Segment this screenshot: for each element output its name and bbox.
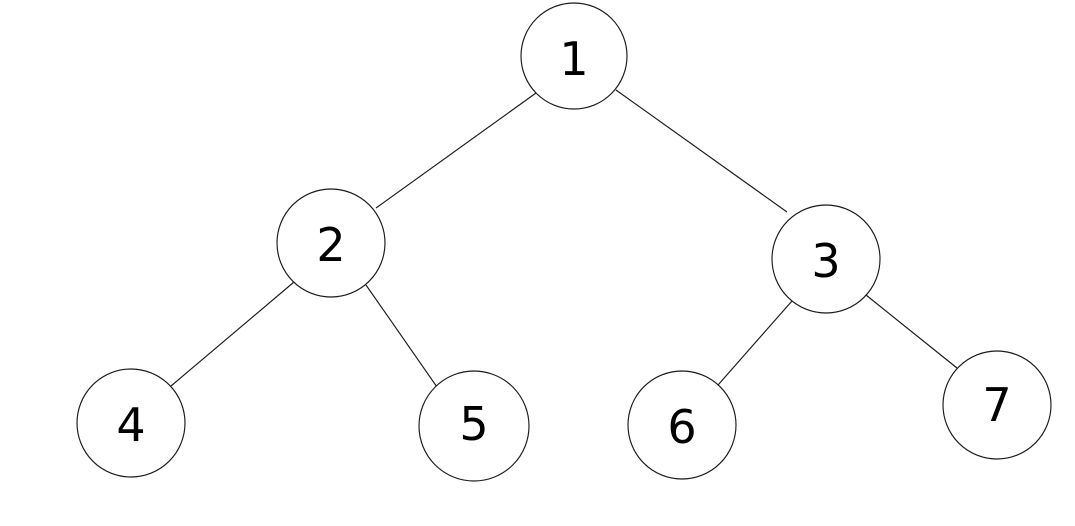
node-label-6: 6 [667,400,696,454]
tree-node-2[interactable]: 2 [276,188,386,298]
tree-edge-n2-n5 [365,284,438,388]
tree-edge-n1-n2 [375,92,537,209]
tree-node-3[interactable]: 3 [771,204,881,314]
node-label-7: 7 [982,378,1011,432]
tree-edge-n2-n4 [170,281,295,387]
node-label-2: 2 [316,218,345,272]
tree-node-7[interactable]: 7 [942,350,1052,460]
node-circle-4 [76,368,186,478]
node-label-5: 5 [459,397,488,451]
node-label-1: 1 [559,32,588,86]
tree-node-4[interactable]: 4 [76,368,186,478]
tree-node-5[interactable]: 5 [418,370,530,482]
node-circle-3 [771,204,881,314]
node-circle-6 [627,370,737,480]
node-circle-7 [942,350,1052,460]
tree-edge-n1-n3 [615,89,788,213]
node-layer: 1 2 3 4 5 6 7 [76,2,1052,482]
node-label-4: 4 [116,398,145,452]
tree-node-6[interactable]: 6 [627,370,737,480]
tree-edge-n3-n7 [865,294,958,369]
tree-edge-n3-n6 [717,300,793,386]
edge-layer [170,89,958,388]
node-circle-5 [418,370,530,482]
node-circle-1 [520,2,628,110]
tree-node-1[interactable]: 1 [520,2,628,110]
node-circle-2 [276,188,386,298]
node-label-3: 3 [811,234,840,288]
